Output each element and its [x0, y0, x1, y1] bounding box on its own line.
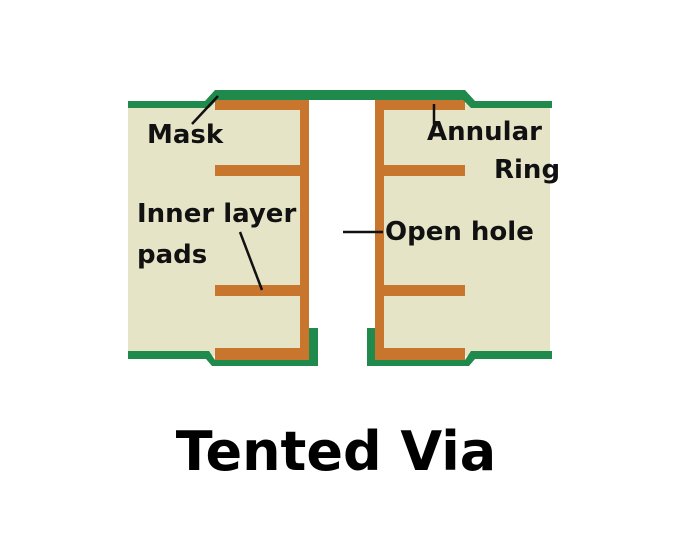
diagram-title: Tented Via: [176, 420, 496, 483]
label-inner-layer-2: pads: [137, 240, 207, 270]
bottom-solder-mask-left: [128, 328, 318, 366]
bottom-annular-ring-left: [215, 348, 309, 360]
board-left: [128, 104, 309, 356]
label-mask: Mask: [147, 120, 224, 150]
inner-pad-left-1: [215, 165, 309, 176]
barrel-wall-right: [375, 101, 384, 359]
label-inner-layer-1: Inner layer: [137, 199, 296, 229]
top-solder-mask: [128, 90, 552, 108]
barrel-wall-left: [300, 101, 309, 359]
leader-inner-pads: [238, 231, 264, 291]
bottom-solder-mask-right: [367, 328, 552, 366]
label-open-hole: Open hole: [385, 217, 534, 247]
top-annular-ring-left: [215, 98, 309, 110]
inner-pad-right-1: [375, 165, 465, 176]
inner-pad-left-2: [215, 285, 309, 296]
leader-mask: [191, 95, 219, 125]
top-annular-ring-right: [375, 98, 465, 110]
label-annular-ring-2: Ring: [494, 155, 560, 185]
board-right: [375, 104, 550, 356]
inner-pad-right-2: [375, 285, 465, 296]
label-annular-ring-1: Annular: [427, 117, 542, 147]
bottom-annular-ring-right: [375, 348, 465, 360]
